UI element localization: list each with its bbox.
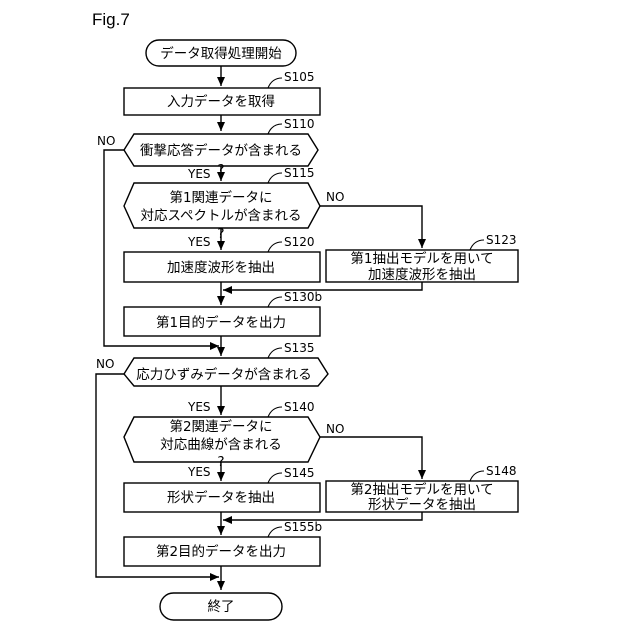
s110-question-mark: ? bbox=[217, 162, 224, 178]
yes-label-s110: YES bbox=[187, 167, 211, 181]
s105-label: 入力データを取得 bbox=[167, 93, 275, 110]
step-id-s110: S110 bbox=[284, 117, 315, 131]
step-id-s135: S135 bbox=[284, 341, 315, 355]
s148-line1: 第2抽出モデルを用いて bbox=[350, 481, 493, 498]
no-label-s110: NO bbox=[97, 134, 115, 148]
step-id-s115: S115 bbox=[284, 166, 315, 180]
step-id-s105: S105 bbox=[284, 70, 315, 84]
s155b-label: 第2目的データを出力 bbox=[156, 543, 286, 560]
s110-label: 衝撃応答データが含まれる bbox=[140, 142, 302, 159]
s115-question-mark: ? bbox=[217, 226, 224, 242]
no-label-s135: NO bbox=[96, 357, 114, 371]
figure-label: Fig.7 bbox=[92, 10, 130, 29]
s140-line1: 第2関連データに bbox=[169, 418, 272, 435]
step-id-s140: S140 bbox=[284, 400, 315, 414]
step-id-s130b: S130b bbox=[284, 290, 322, 304]
s135-label: 応力ひずみデータが含まれる bbox=[136, 366, 312, 383]
start-label: データ取得処理開始 bbox=[160, 45, 282, 62]
s115-line2: 対応スペクトルが含まれる bbox=[140, 208, 301, 224]
s115-line1: 第1関連データに bbox=[169, 189, 272, 206]
step-id-s145: S145 bbox=[284, 466, 315, 480]
step-id-s123: S123 bbox=[486, 233, 517, 247]
yes-label-s135: YES bbox=[187, 400, 211, 414]
yes-label-s140: YES bbox=[187, 465, 211, 479]
step-id-s120: S120 bbox=[284, 235, 315, 249]
s130b-label: 第1目的データを出力 bbox=[156, 314, 286, 331]
s120-label: 加速度波形を抽出 bbox=[167, 260, 275, 276]
s140-line2: 対応曲線が含まれる bbox=[160, 437, 282, 453]
yes-label-s115: YES bbox=[187, 235, 211, 249]
no-label-s140: NO bbox=[326, 422, 344, 436]
s123-line1: 第1抽出モデルを用いて bbox=[350, 250, 493, 267]
s145-label: 形状データを抽出 bbox=[167, 489, 275, 506]
step-id-s148: S148 bbox=[486, 464, 517, 478]
no-label-s115: NO bbox=[326, 190, 344, 204]
step-id-s155b: S155b bbox=[284, 520, 322, 534]
end-label: 終了 bbox=[208, 599, 235, 615]
s140-question-mark: ? bbox=[217, 454, 224, 470]
s148-line2: 形状データを抽出 bbox=[368, 496, 476, 513]
s123-line2: 加速度波形を抽出 bbox=[368, 267, 476, 283]
